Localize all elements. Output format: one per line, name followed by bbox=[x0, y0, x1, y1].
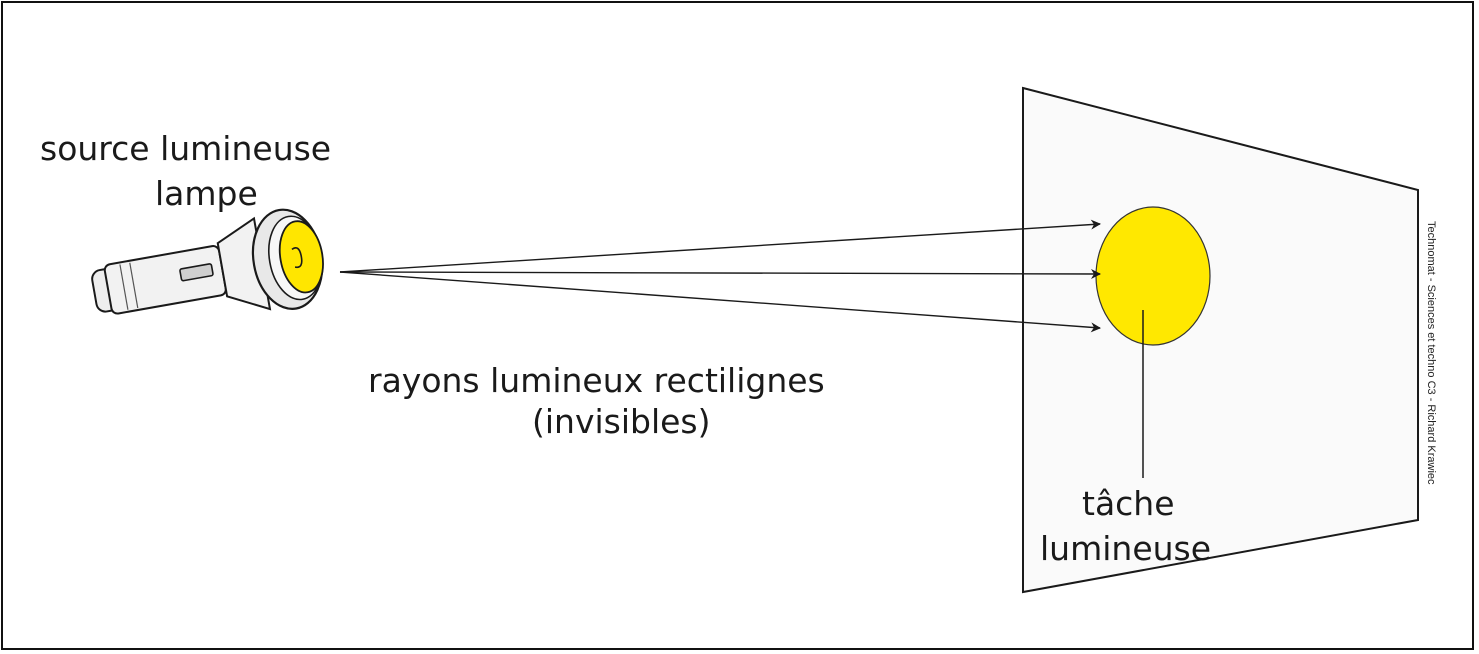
spot-sublabel: lumineuse bbox=[1040, 529, 1211, 568]
ray-lower bbox=[340, 272, 1100, 328]
source-label: source lumineuse bbox=[40, 129, 331, 168]
light-rays bbox=[340, 224, 1100, 328]
rays-sublabel: (invisibles) bbox=[532, 402, 711, 441]
rays-label: rayons lumineux rectilignes bbox=[368, 361, 825, 400]
ray-middle bbox=[340, 272, 1100, 274]
flashlight-icon bbox=[86, 204, 331, 343]
ray-upper bbox=[340, 224, 1100, 272]
credit-text: Technomat - Sciences et techno C3 - Rich… bbox=[1424, 221, 1438, 481]
lamp-label: lampe bbox=[155, 174, 258, 213]
spot-label: tâche bbox=[1082, 484, 1175, 523]
light-spot bbox=[1096, 207, 1210, 345]
